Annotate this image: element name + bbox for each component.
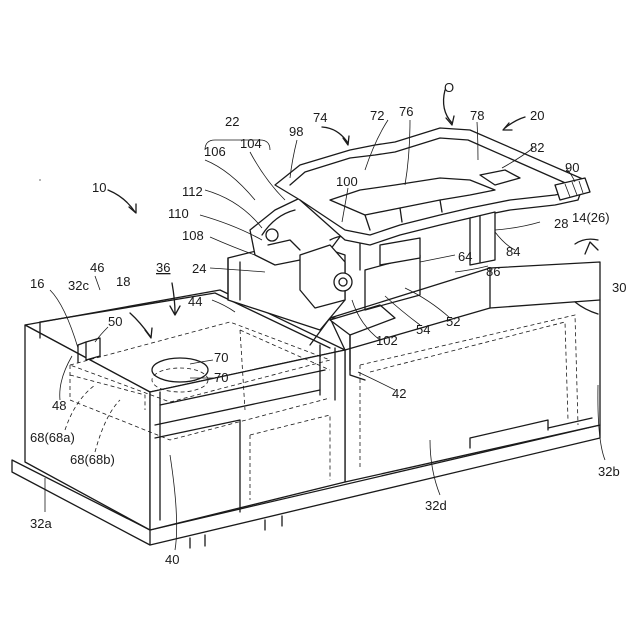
label-32a: 32a: [30, 516, 52, 531]
label-70-top: 70: [214, 350, 228, 365]
label-68-68b: 68(68b): [70, 452, 115, 467]
label-98: 98: [289, 124, 303, 139]
label-20: 20: [530, 108, 544, 123]
label-48: 48: [52, 398, 66, 413]
label-112: 112: [182, 184, 203, 199]
label-40: 40: [165, 552, 179, 567]
label-108: 108: [182, 228, 204, 243]
label-86: 86: [486, 264, 500, 279]
label-10: 10: [92, 180, 106, 195]
label-46: 46: [90, 260, 104, 275]
label-24: 24: [192, 261, 206, 276]
label-106: 106: [204, 144, 226, 159]
label-32c: 32c: [68, 278, 89, 293]
label-28: 28: [554, 216, 568, 231]
label-36: 36: [156, 260, 170, 275]
rotation-marker: O: [444, 80, 454, 95]
label-32d: 32d: [425, 498, 447, 513]
label-42: 42: [392, 386, 406, 401]
label-70-bottom: 70: [214, 370, 228, 385]
label-52: 52: [446, 314, 460, 329]
label-32b: 32b: [598, 464, 620, 479]
label-74: 74: [313, 110, 327, 125]
label-18: 18: [116, 274, 130, 289]
label-54: 54: [416, 322, 430, 337]
label-44: 44: [188, 294, 202, 309]
label-82: 82: [530, 140, 544, 155]
label-30: 30: [612, 280, 626, 295]
label-14-26: 14(26): [572, 210, 610, 225]
label-78: 78: [470, 108, 484, 123]
label-104: 104: [240, 136, 262, 151]
label-64: 64: [458, 249, 472, 264]
label-16: 16: [30, 276, 44, 291]
label-72: 72: [370, 108, 384, 123]
label-100: 100: [336, 174, 358, 189]
label-22: 22: [225, 114, 239, 129]
label-50: 50: [108, 314, 122, 329]
label-110: 110: [168, 206, 189, 221]
label-76: 76: [399, 104, 413, 119]
label-102: 102: [376, 333, 398, 348]
label-84: 84: [506, 244, 520, 259]
label-68-68a: 68(68a): [30, 430, 75, 445]
label-90: 90: [565, 160, 579, 175]
